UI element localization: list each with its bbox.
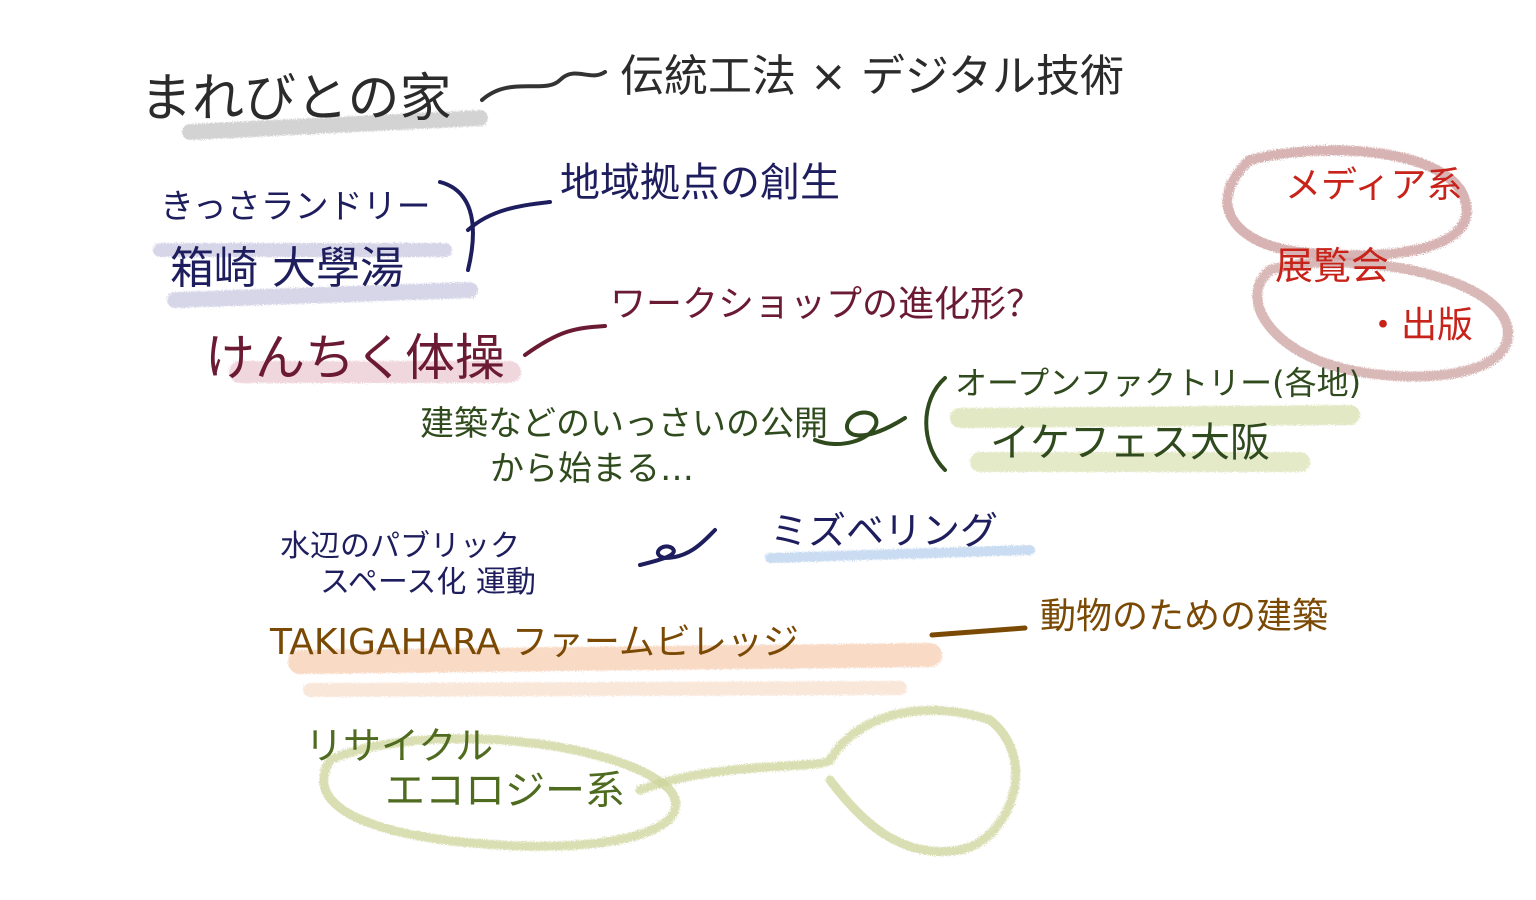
- highlight-open-factory: [950, 405, 1360, 428]
- takigahara-line: [929, 625, 1028, 638]
- workshop-evolution-note: ワークショップの進化形？: [610, 284, 1043, 325]
- circle-layer: [319, 145, 1513, 856]
- highlight-mizbering: [765, 545, 1035, 563]
- media-circle: [1222, 145, 1472, 261]
- title-marebito: まれびとの家: [140, 69, 452, 129]
- publication-note: ・出版: [1365, 305, 1474, 346]
- local-hub-note: 地域拠点の創生: [560, 160, 840, 206]
- recycle-circle: [319, 734, 681, 851]
- kissa-bracket: [438, 180, 475, 272]
- mizbering-note: ミズベリング: [770, 509, 999, 553]
- takigahara-note: TAKIGAHARA ファームビレッジ: [270, 622, 799, 663]
- hakone-note: 箱崎 大學湯: [170, 243, 404, 294]
- ecology-note: エコロジー系: [385, 768, 625, 814]
- highlight-hakone: [167, 282, 478, 308]
- open-factory-note: オープンファクトリー(各地): [955, 364, 1362, 402]
- title-arrow: [480, 70, 607, 102]
- highlight-takigahara: [288, 643, 942, 674]
- kenchiku-taiso-note: けんちく体操: [205, 329, 505, 387]
- ikefes-note: イケフェス大阪: [990, 420, 1270, 466]
- title-theme: 伝統工法 × デジタル技術: [620, 51, 1124, 102]
- animal-architecture-note: 動物のための建築: [1040, 596, 1329, 637]
- highlight-layer: [153, 110, 1360, 697]
- kissa-laundry-note: きっさランドリー: [160, 187, 431, 227]
- public-loop: [813, 410, 907, 446]
- recycle-note: リサイクル: [305, 724, 494, 768]
- media-note: メディア系: [1285, 165, 1463, 206]
- recycle-loop: [635, 705, 1021, 856]
- connector-layer: [438, 70, 1028, 638]
- public-note-line1: 建築などのいっさいの公開: [420, 404, 828, 444]
- waterfront-loop: [638, 528, 717, 567]
- kenchiku-line: [523, 324, 607, 357]
- highlight-title: [182, 110, 488, 140]
- waterfront-note-line1: 水辺のパブリック: [280, 529, 520, 564]
- highlight-takigahara-2: [303, 681, 907, 697]
- waterfront-note-line2: スペース化 運動: [320, 565, 536, 600]
- open-factory-bracket: [924, 376, 947, 472]
- kissa-line: [466, 200, 552, 232]
- exhibition-note: 展覧会: [1275, 244, 1390, 288]
- public-note-line2: から始まる…: [490, 449, 694, 489]
- exhibition-circle: [1252, 257, 1513, 382]
